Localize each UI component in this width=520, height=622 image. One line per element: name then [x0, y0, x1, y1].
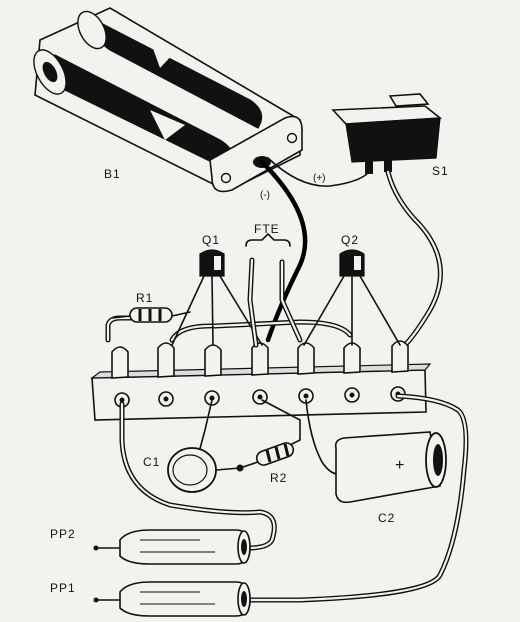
capacitor-c1: C1	[143, 399, 259, 493]
label-c1: C1	[143, 455, 160, 469]
wire-switch-out	[385, 169, 443, 348]
probe-pp1: PP1	[50, 581, 251, 617]
label-pp2: PP2	[50, 527, 76, 541]
label-s1: S1	[432, 164, 449, 178]
speaker-leads: FTE	[245, 222, 303, 348]
wire-negative	[259, 159, 308, 343]
solder-lugs	[111, 340, 409, 379]
battery-cell-upper	[77, 10, 263, 129]
label-fte: FTE	[254, 222, 280, 236]
transistor-q1: Q1	[171, 233, 263, 346]
battery-holder: B1	[33, 7, 303, 193]
capacitor-c2: + C2	[334, 431, 447, 525]
transistor-q2: Q2	[303, 233, 401, 346]
rocker-switch: S1	[331, 93, 449, 178]
label-q2: Q2	[341, 233, 359, 247]
wire-positive	[267, 157, 370, 187]
terminal-strip	[90, 340, 432, 421]
label-plus: +	[395, 457, 405, 474]
label-q1: Q1	[202, 233, 220, 247]
label-c2: C2	[378, 511, 395, 525]
label-negative: (-)	[260, 190, 270, 201]
resistor-r2: R2	[255, 399, 301, 485]
resistor-r1: R1	[111, 291, 191, 323]
wire-c2-neg	[305, 399, 339, 475]
battery-cell-lower	[33, 49, 235, 173]
probe-pp2: PP2	[50, 527, 251, 565]
label-r1: R1	[136, 291, 153, 305]
label-r2: R2	[270, 471, 287, 485]
label-positive: (+)	[313, 173, 326, 184]
label-b1: B1	[104, 167, 121, 181]
label-pp1: PP1	[50, 581, 76, 595]
